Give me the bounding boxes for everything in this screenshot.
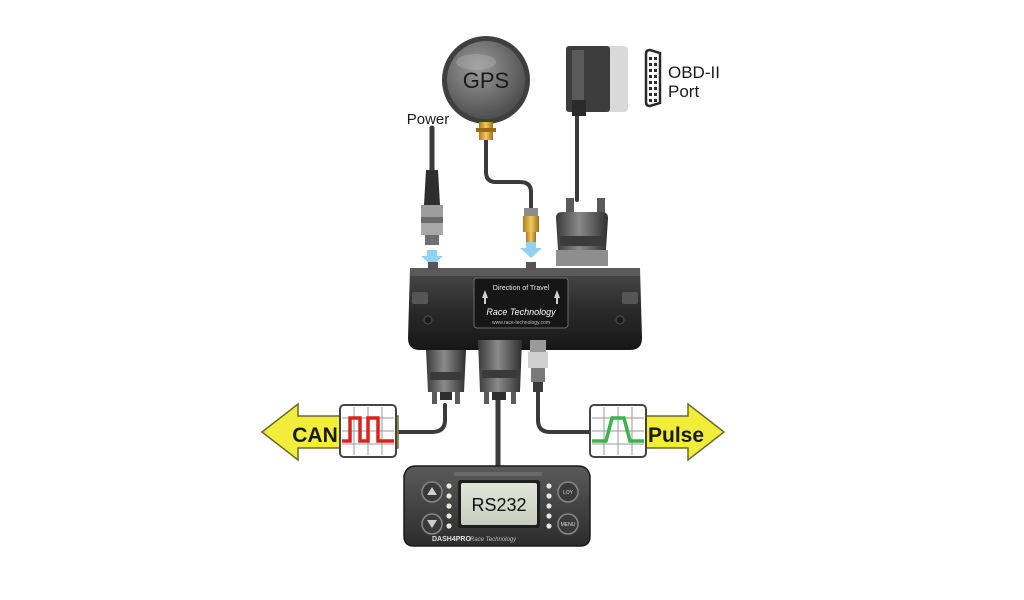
display-btn-top: LOY — [563, 490, 574, 496]
display-model: DASH4PRO — [432, 536, 471, 543]
pulse-cable — [536, 390, 592, 434]
pulse-bnc-connector — [528, 340, 548, 392]
direction-of-travel: Direction of Travel — [493, 285, 550, 292]
obd-label-line2: Port — [668, 82, 699, 101]
gps-connector — [523, 208, 539, 244]
gps-antenna: GPS — [442, 36, 530, 140]
can-waveform — [342, 416, 394, 443]
rs232-label: RS232 — [471, 495, 526, 515]
obd-port-icon — [644, 48, 662, 108]
gps-insert-arrow — [520, 242, 542, 258]
unit-label-plate — [473, 277, 569, 329]
display-brand: Race Technology — [470, 537, 517, 543]
direction-arrow-left — [482, 290, 488, 304]
direction-arrow-right — [554, 290, 560, 304]
unit-brand: Race Technology — [486, 307, 556, 317]
rs232-db-connector — [478, 340, 522, 404]
can-cable — [396, 403, 447, 434]
pulse-signal-icon — [589, 404, 647, 458]
gps-cable — [484, 138, 533, 212]
power-connector: Power — [407, 111, 450, 245]
can-label: CAN — [292, 424, 338, 447]
power-insert-arrow — [421, 250, 443, 266]
dash4pro-display: RS232 LOY MENU DASH4PRO Race Technology — [403, 465, 591, 547]
obd-plug — [566, 46, 628, 116]
unit-url: www.race-technology.com — [492, 320, 550, 326]
pulse-label: Pulse — [648, 424, 704, 447]
main-unit: Direction of Travel Race Technology www.… — [408, 262, 642, 350]
can-db-connector — [426, 350, 466, 404]
can-signal-icon — [339, 404, 397, 458]
display-btn-bottom: MENU — [561, 522, 576, 528]
gps-label: GPS — [463, 68, 509, 93]
power-label: Power — [407, 111, 450, 128]
obd-db-connector — [556, 198, 608, 266]
obd-label-line1: OBD-II — [668, 63, 720, 82]
insert-hint-arrows — [421, 242, 542, 266]
pulse-waveform — [592, 416, 644, 443]
